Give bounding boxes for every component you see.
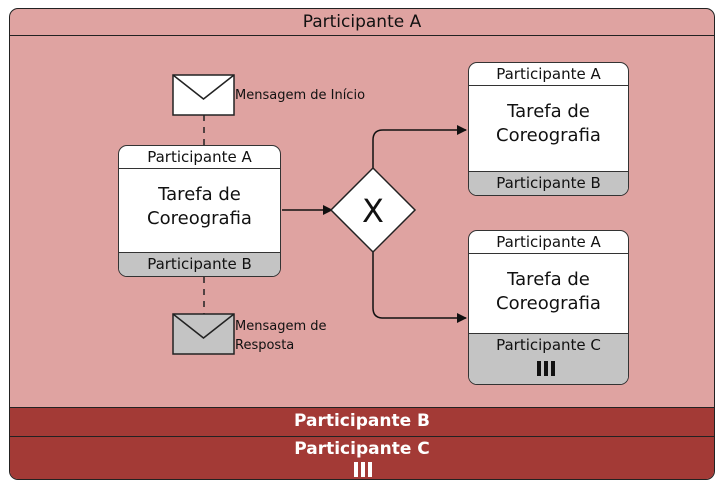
task-left-name-line2: Coreografia [147, 208, 252, 229]
choreography-task-upper: Participante A Tarefa de Coreografia Par… [468, 62, 629, 196]
task-upper-initiator: Participante A [469, 63, 628, 86]
reply-message-label-line2: Resposta [235, 338, 295, 353]
task-upper-name-line1: Tarefa de [507, 101, 590, 122]
band-c-label: Participante C [294, 439, 430, 459]
task-lower-name-line1: Tarefa de [507, 269, 590, 290]
task-upper-participant: Participante B [469, 171, 628, 195]
band-b-label: Participante B [294, 411, 430, 431]
task-lower-name-line2: Coreografia [496, 293, 601, 314]
task-upper-name: Tarefa de Coreografia [469, 86, 628, 148]
reply-message-label-line1: Mensagem de [235, 319, 327, 334]
task-lower-participant-label: Participante C [496, 336, 601, 354]
flow-gateway-to-upper-task [372, 125, 467, 168]
task-left-participant: Participante B [119, 252, 280, 276]
task-lower-multi-instance-icon [537, 361, 555, 376]
task-lower-name: Tarefa de Coreografia [469, 254, 628, 316]
participant-band-b: Participante B [10, 407, 714, 436]
gateway-x-icon: X [362, 192, 384, 230]
task-left-initiator: Participante A [119, 146, 280, 169]
start-message-envelope-icon [172, 74, 235, 116]
multi-instance-icon [354, 462, 372, 477]
participant-band-c: Participante C [10, 436, 714, 479]
task-left-name: Tarefa de Coreografia [119, 169, 280, 231]
task-lower-initiator: Participante A [469, 231, 628, 254]
exclusive-gateway: X [329, 166, 417, 254]
start-message-label: Mensagem de Início [235, 88, 366, 103]
choreography-task-lower: Participante A Tarefa de Coreografia Par… [468, 230, 629, 385]
reply-message-label: Mensagem de Resposta [235, 317, 327, 355]
task-left-name-line1: Tarefa de [158, 184, 241, 205]
pool-header-label: Participante A [302, 12, 422, 32]
flow-gateway-to-lower-task [372, 252, 467, 323]
pool-header: Participante A [10, 9, 714, 36]
reply-message-envelope-icon [172, 313, 235, 355]
task-lower-participant: Participante C [469, 333, 628, 384]
choreography-task-left: Participante A Tarefa de Coreografia Par… [118, 145, 281, 277]
task-upper-name-line2: Coreografia [496, 125, 601, 146]
